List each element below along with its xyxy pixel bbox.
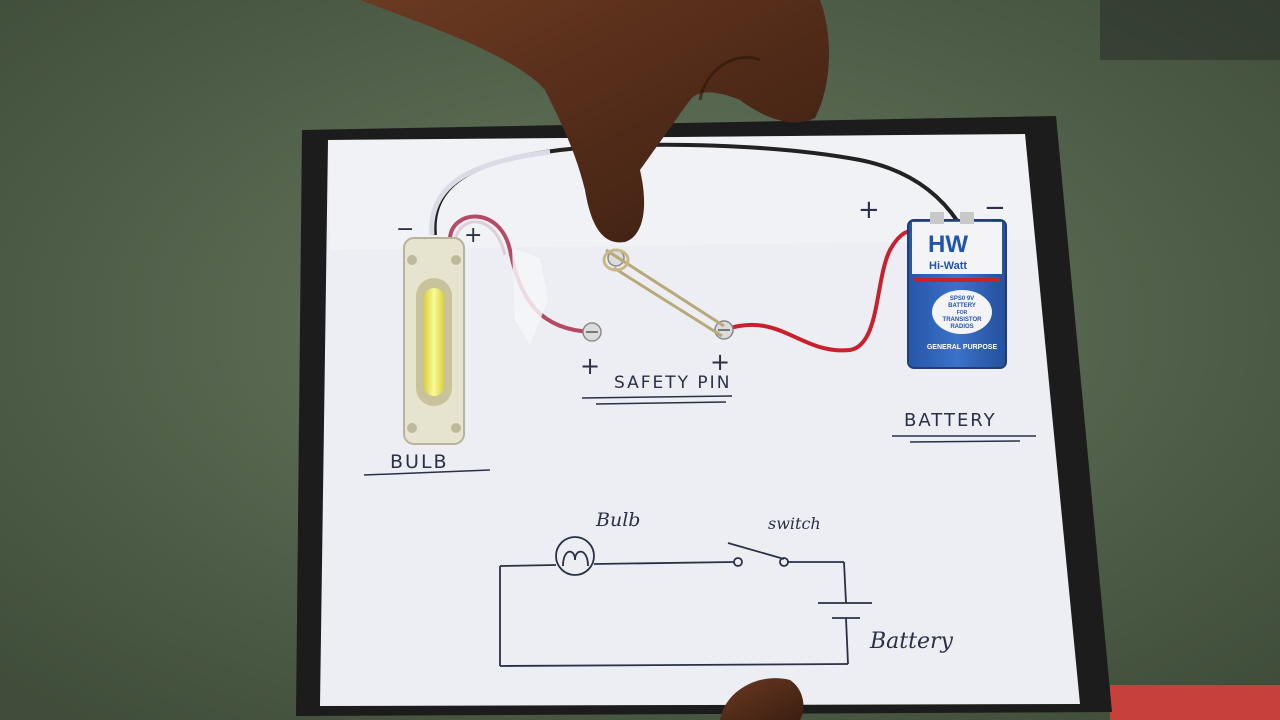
battery-line5: RADIOS [950, 324, 973, 330]
schematic-switch-label: switch [768, 514, 821, 533]
battery-line4: TRANSISTOR [943, 317, 983, 323]
paper-sheet [320, 134, 1080, 706]
battery-brand: HW [928, 231, 968, 258]
background-furniture [1100, 0, 1280, 60]
bulb-minus-sign: − [396, 217, 414, 242]
schematic-bulb-symbol [555, 536, 595, 576]
bulb-label: BULB [390, 451, 449, 473]
bulb-plus-sign: + [464, 223, 482, 248]
circuit-schematic [499, 536, 872, 667]
terminal-right-plus-sign: + [710, 348, 730, 376]
battery-line1: SPS0 9V [950, 296, 974, 302]
led-light [424, 288, 444, 396]
schematic-switch-contact [733, 557, 743, 567]
pointing-hand [360, 0, 830, 243]
red-cloth [1110, 685, 1280, 720]
battery-line2: BATTERY [948, 303, 976, 309]
safety-pin-switch [602, 248, 725, 338]
schematic-battery-label: Battery [869, 629, 954, 654]
battery-line3: FOR [957, 310, 968, 316]
battery-purpose: GENERAL PURPOSE [927, 344, 998, 351]
red-wire [723, 228, 921, 353]
battery-brand-name: Hi-Watt [929, 260, 967, 272]
safety-pin-label: SAFETY PIN [614, 373, 731, 393]
schematic-switch-lever [727, 542, 785, 560]
white-wire [429, 149, 551, 236]
terminal-left-plus-sign: + [580, 352, 600, 380]
paper-sheen [328, 134, 1035, 250]
battery-terminal-plus [930, 212, 944, 224]
battery-plus-sign: + [858, 195, 880, 225]
bottom-thumb [720, 678, 804, 720]
bulb-plus-wire [448, 214, 593, 334]
battery-terminal-minus [960, 212, 974, 224]
tape-strip [512, 248, 548, 345]
led-bulb-module [403, 237, 465, 445]
battery-9v: HW Hi-Watt SPS0 9V BATTERY FOR TRANSISTO… [907, 212, 1007, 369]
battery-minus-sign: − [984, 193, 1006, 223]
battery-label: BATTERY [904, 410, 997, 431]
schematic-bulb-label: Bulb [595, 509, 640, 531]
